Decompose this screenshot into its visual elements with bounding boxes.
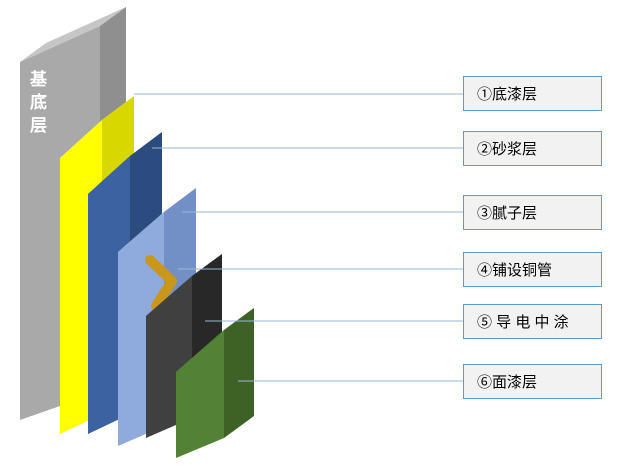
callout-label-topcoat: ⑥面漆层 <box>477 374 538 391</box>
callout-box-mortar: ②砂浆层 <box>463 131 602 166</box>
topcoat-slab-side <box>224 308 254 438</box>
copper-pipe <box>145 255 177 311</box>
callout-label-primer: ①底漆层 <box>477 86 538 103</box>
callout-box-topcoat: ⑥面漆层 <box>463 364 602 399</box>
callout-box-copper-pipe: ④铺设铜管 <box>463 252 602 287</box>
callout-label-putty: ③腻子层 <box>477 205 538 222</box>
callout-label-mortar: ②砂浆层 <box>477 141 538 158</box>
base-slab-top <box>20 7 126 62</box>
callout-label-copper-pipe: ④铺设铜管 <box>477 262 553 279</box>
callout-box-putty: ③腻子层 <box>463 195 602 230</box>
base-layer-label: 基底层 <box>27 70 46 139</box>
callout-label-conductive: ⑤ 导 电 中 涂 <box>477 314 569 331</box>
topcoat-slab-front <box>176 330 224 458</box>
callout-box-conductive: ⑤ 导 电 中 涂 <box>463 304 602 339</box>
callout-box-primer: ①底漆层 <box>463 76 602 111</box>
